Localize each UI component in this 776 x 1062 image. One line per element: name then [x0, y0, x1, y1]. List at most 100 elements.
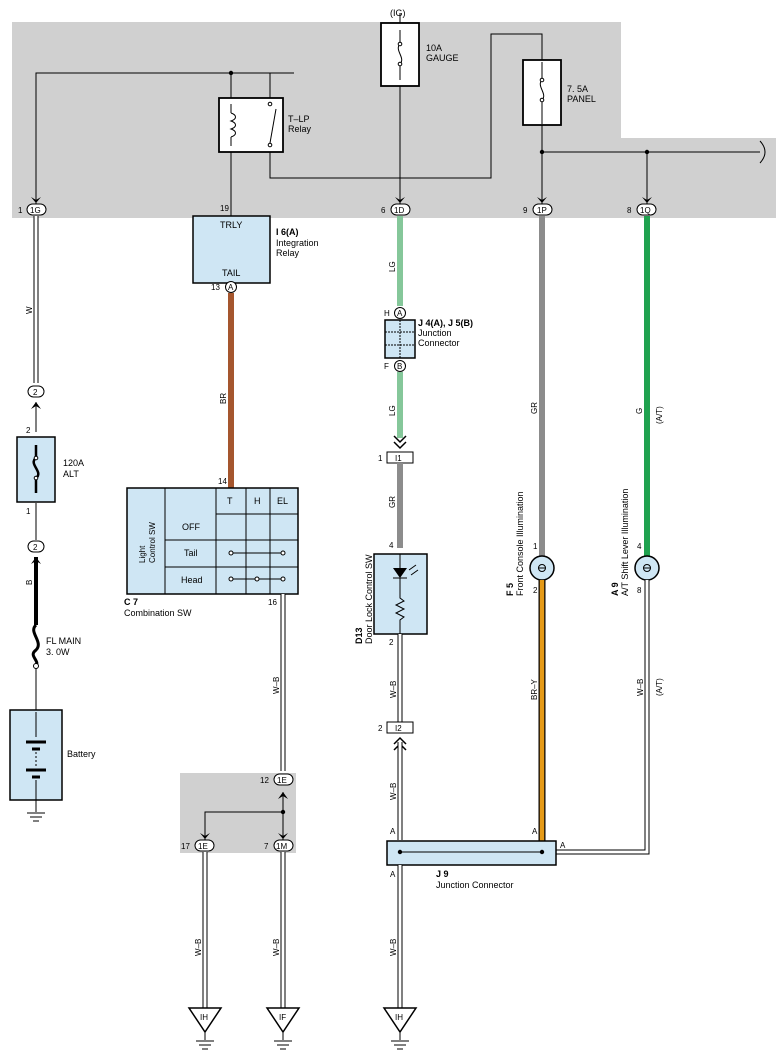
f5-pin-1: 1	[533, 542, 538, 551]
ground-ih-left: IH	[187, 1007, 223, 1050]
svg-text:TAIL: TAIL	[222, 268, 240, 278]
splice-pin-12: 12	[260, 776, 269, 785]
svg-text:2: 2	[33, 543, 38, 552]
svg-text:A: A	[397, 309, 403, 318]
connector-i1: I1	[386, 451, 414, 464]
shift-lever-illumination	[634, 555, 660, 581]
connector-1p-pin: 9	[523, 206, 528, 215]
fuse-panel-name: PANEL	[567, 94, 596, 104]
wire-lg1-label: LG	[388, 261, 397, 272]
connector-1d-pin: 6	[381, 206, 386, 215]
integration-conn-a: A	[225, 281, 237, 293]
j9-name: Junction Connector	[436, 880, 514, 890]
junction1-ref: J 4(A), J 5(B)	[418, 318, 473, 328]
fl-main-name: FL MAIN	[46, 636, 81, 646]
junction1-pin-f: F	[384, 362, 389, 371]
wire-g-label: G	[635, 408, 644, 414]
battery	[9, 709, 63, 801]
svg-text:2: 2	[33, 388, 38, 397]
j9-a-top-left: A	[390, 827, 396, 836]
svg-text:1G: 1G	[30, 206, 41, 215]
integration-pin-13: 13	[211, 283, 220, 292]
integration-name-1: Integration	[276, 238, 319, 248]
door-name: Door Lock Control SW	[364, 554, 374, 644]
wire-lg2-label: LG	[388, 405, 397, 416]
connector-1d: 1D	[390, 203, 411, 216]
wire-gr1-label: GR	[388, 496, 397, 508]
a9-pin-4: 4	[637, 542, 642, 551]
f5-ref: F 5	[505, 583, 515, 596]
connector-1q-pin: 8	[627, 206, 632, 215]
svg-text:A: A	[228, 283, 234, 292]
wire-bry-label: BR–Y	[530, 678, 539, 700]
svg-text:Control SW: Control SW	[148, 522, 157, 563]
battery-label: Battery	[67, 749, 96, 759]
splice-pin-17: 17	[181, 842, 190, 851]
junction-connector-j4-j5	[384, 319, 416, 359]
connector-arrows	[31, 197, 652, 203]
wire-wb-j9-label: W–B	[389, 939, 398, 956]
wire-br-label: BR	[219, 393, 228, 404]
chevron-down-icon	[393, 435, 407, 450]
ground-if: IF	[265, 1007, 301, 1050]
junction-connector-j9	[386, 840, 557, 866]
switch-pin-14: 14	[218, 477, 227, 486]
door-pin-2: 2	[389, 638, 394, 647]
fuse-panel-rating: 7. 5A	[567, 84, 588, 94]
door-lock-control-switch	[373, 553, 428, 635]
svg-text:TRLY: TRLY	[220, 220, 242, 230]
svg-text:IH: IH	[200, 1013, 208, 1022]
j9-ref: J 9	[436, 869, 449, 879]
svg-text:I2: I2	[395, 724, 402, 733]
tlp-relay	[218, 97, 284, 153]
light-control-switch: T H EL OFF Tail Head Light Control SW	[126, 487, 299, 595]
j9-a-bottom: A	[390, 870, 396, 879]
connector-i2: I2	[386, 721, 414, 734]
fl-main-fuse	[31, 623, 40, 669]
j9-a-top-right: A	[532, 827, 538, 836]
junction1-pin-h: H	[384, 309, 390, 318]
svg-text:1M: 1M	[276, 842, 287, 851]
svg-text:1E: 1E	[277, 776, 287, 785]
svg-text:1Q: 1Q	[640, 206, 651, 215]
splice-connector-17: 1E	[194, 839, 215, 852]
junction-block-area	[12, 22, 776, 218]
wire-wb6-label: W–B	[636, 679, 645, 696]
wire-wb5-label: W–B	[389, 783, 398, 800]
connector-1g-pin: 1	[18, 206, 23, 215]
fuse-7-5a-panel	[522, 59, 562, 126]
fl-main-rating: 3. 0W	[46, 647, 70, 657]
fuse-10a-gauge	[380, 22, 420, 87]
f5-pin-2: 2	[533, 586, 538, 595]
fuse-120a-alt	[16, 436, 56, 503]
integration-relay: TRLY TAIL	[192, 215, 271, 284]
svg-text:I1: I1	[395, 454, 402, 463]
fuse-gauge-rating: 10A	[426, 43, 442, 53]
door-pin-4: 4	[389, 541, 394, 550]
svg-text:H: H	[254, 496, 261, 506]
alt-pin-bottom: 1	[26, 507, 31, 516]
ground-battery	[27, 800, 45, 822]
wire-b-label: B	[25, 580, 34, 585]
wire-wb2-label: W–B	[194, 939, 203, 956]
switch-pin-16: 16	[268, 598, 277, 607]
integration-name-2: Relay	[276, 248, 300, 258]
a9-ref: A 9	[610, 582, 620, 596]
wire-wb-at	[556, 580, 650, 855]
svg-text:IH: IH	[395, 1013, 403, 1022]
door-ref: D13	[354, 627, 364, 644]
svg-text:Tail: Tail	[184, 548, 198, 558]
fuse-gauge-name: GAUGE	[426, 53, 459, 63]
top-wiring	[35, 14, 766, 205]
alt-bottom-connector: 2	[27, 540, 45, 564]
switch-name: Combination SW	[124, 608, 192, 618]
svg-text:Light: Light	[138, 545, 147, 563]
wire-wb4-label: W–B	[389, 681, 398, 698]
switch-ref: C 7	[124, 597, 138, 607]
relay-name-2: Relay	[288, 124, 312, 134]
front-console-illumination	[529, 555, 555, 581]
j9-a-right: A	[560, 841, 566, 850]
svg-text:1E: 1E	[198, 842, 208, 851]
alt-rating: 120A	[63, 458, 84, 468]
